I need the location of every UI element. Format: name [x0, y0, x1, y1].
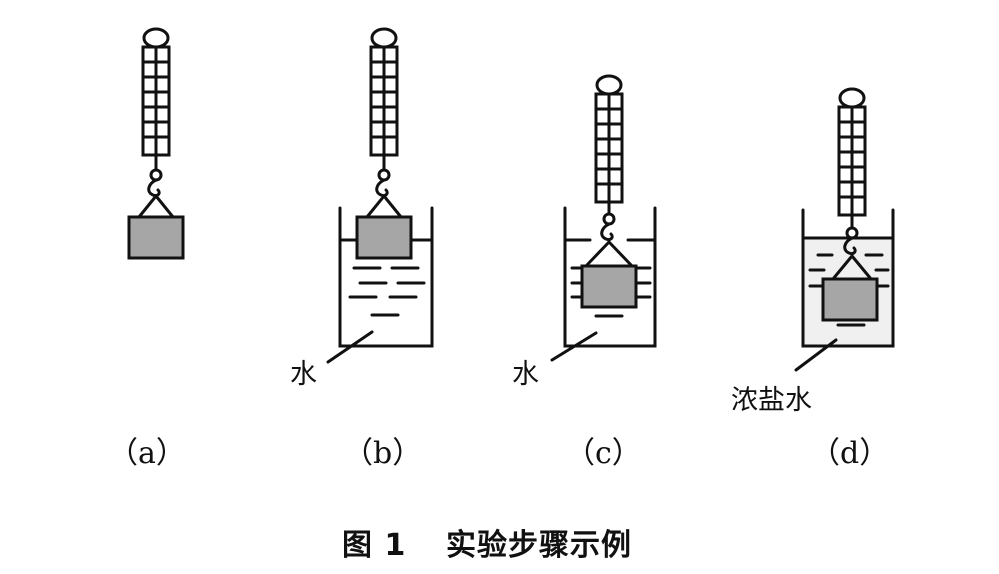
panel-c-setup — [550, 74, 657, 362]
water-ripple-lines — [570, 266, 652, 318]
liquid-label-salt-water-d: 浓盐水 — [731, 385, 812, 416]
liquid-label-water-b: 水 — [290, 359, 317, 390]
block-icon — [127, 194, 185, 260]
panel-label-b: （b） — [343, 436, 423, 471]
block-icon — [580, 240, 638, 309]
panel-a-setup — [127, 27, 185, 260]
panel-d-setup — [794, 87, 895, 372]
liquid-label-pointer — [326, 330, 374, 364]
figure-number: 图 1 — [342, 528, 407, 563]
block-icon — [821, 254, 879, 322]
water-ripple-lines — [348, 266, 426, 317]
spring-scale-icon — [837, 87, 867, 255]
spring-scale-icon — [369, 27, 399, 197]
panel-b-setup — [326, 27, 434, 364]
spring-scale-icon — [141, 27, 171, 197]
beaker-icon — [563, 206, 657, 348]
spring-scale-icon — [594, 74, 624, 241]
liquid-label-water-c: 水 — [512, 359, 539, 390]
liquid-label-pointer — [794, 338, 838, 372]
panel-label-a: （a） — [108, 436, 186, 471]
liquid-label-pointer — [550, 331, 598, 362]
figure-caption: 实验步骤示例 — [446, 528, 632, 563]
salt-water-ripple-lines — [808, 253, 890, 327]
panel-label-d: （d） — [810, 436, 890, 471]
beaker-icon — [338, 206, 434, 348]
block-icon — [355, 194, 413, 260]
panel-label-c: （c） — [565, 436, 642, 471]
